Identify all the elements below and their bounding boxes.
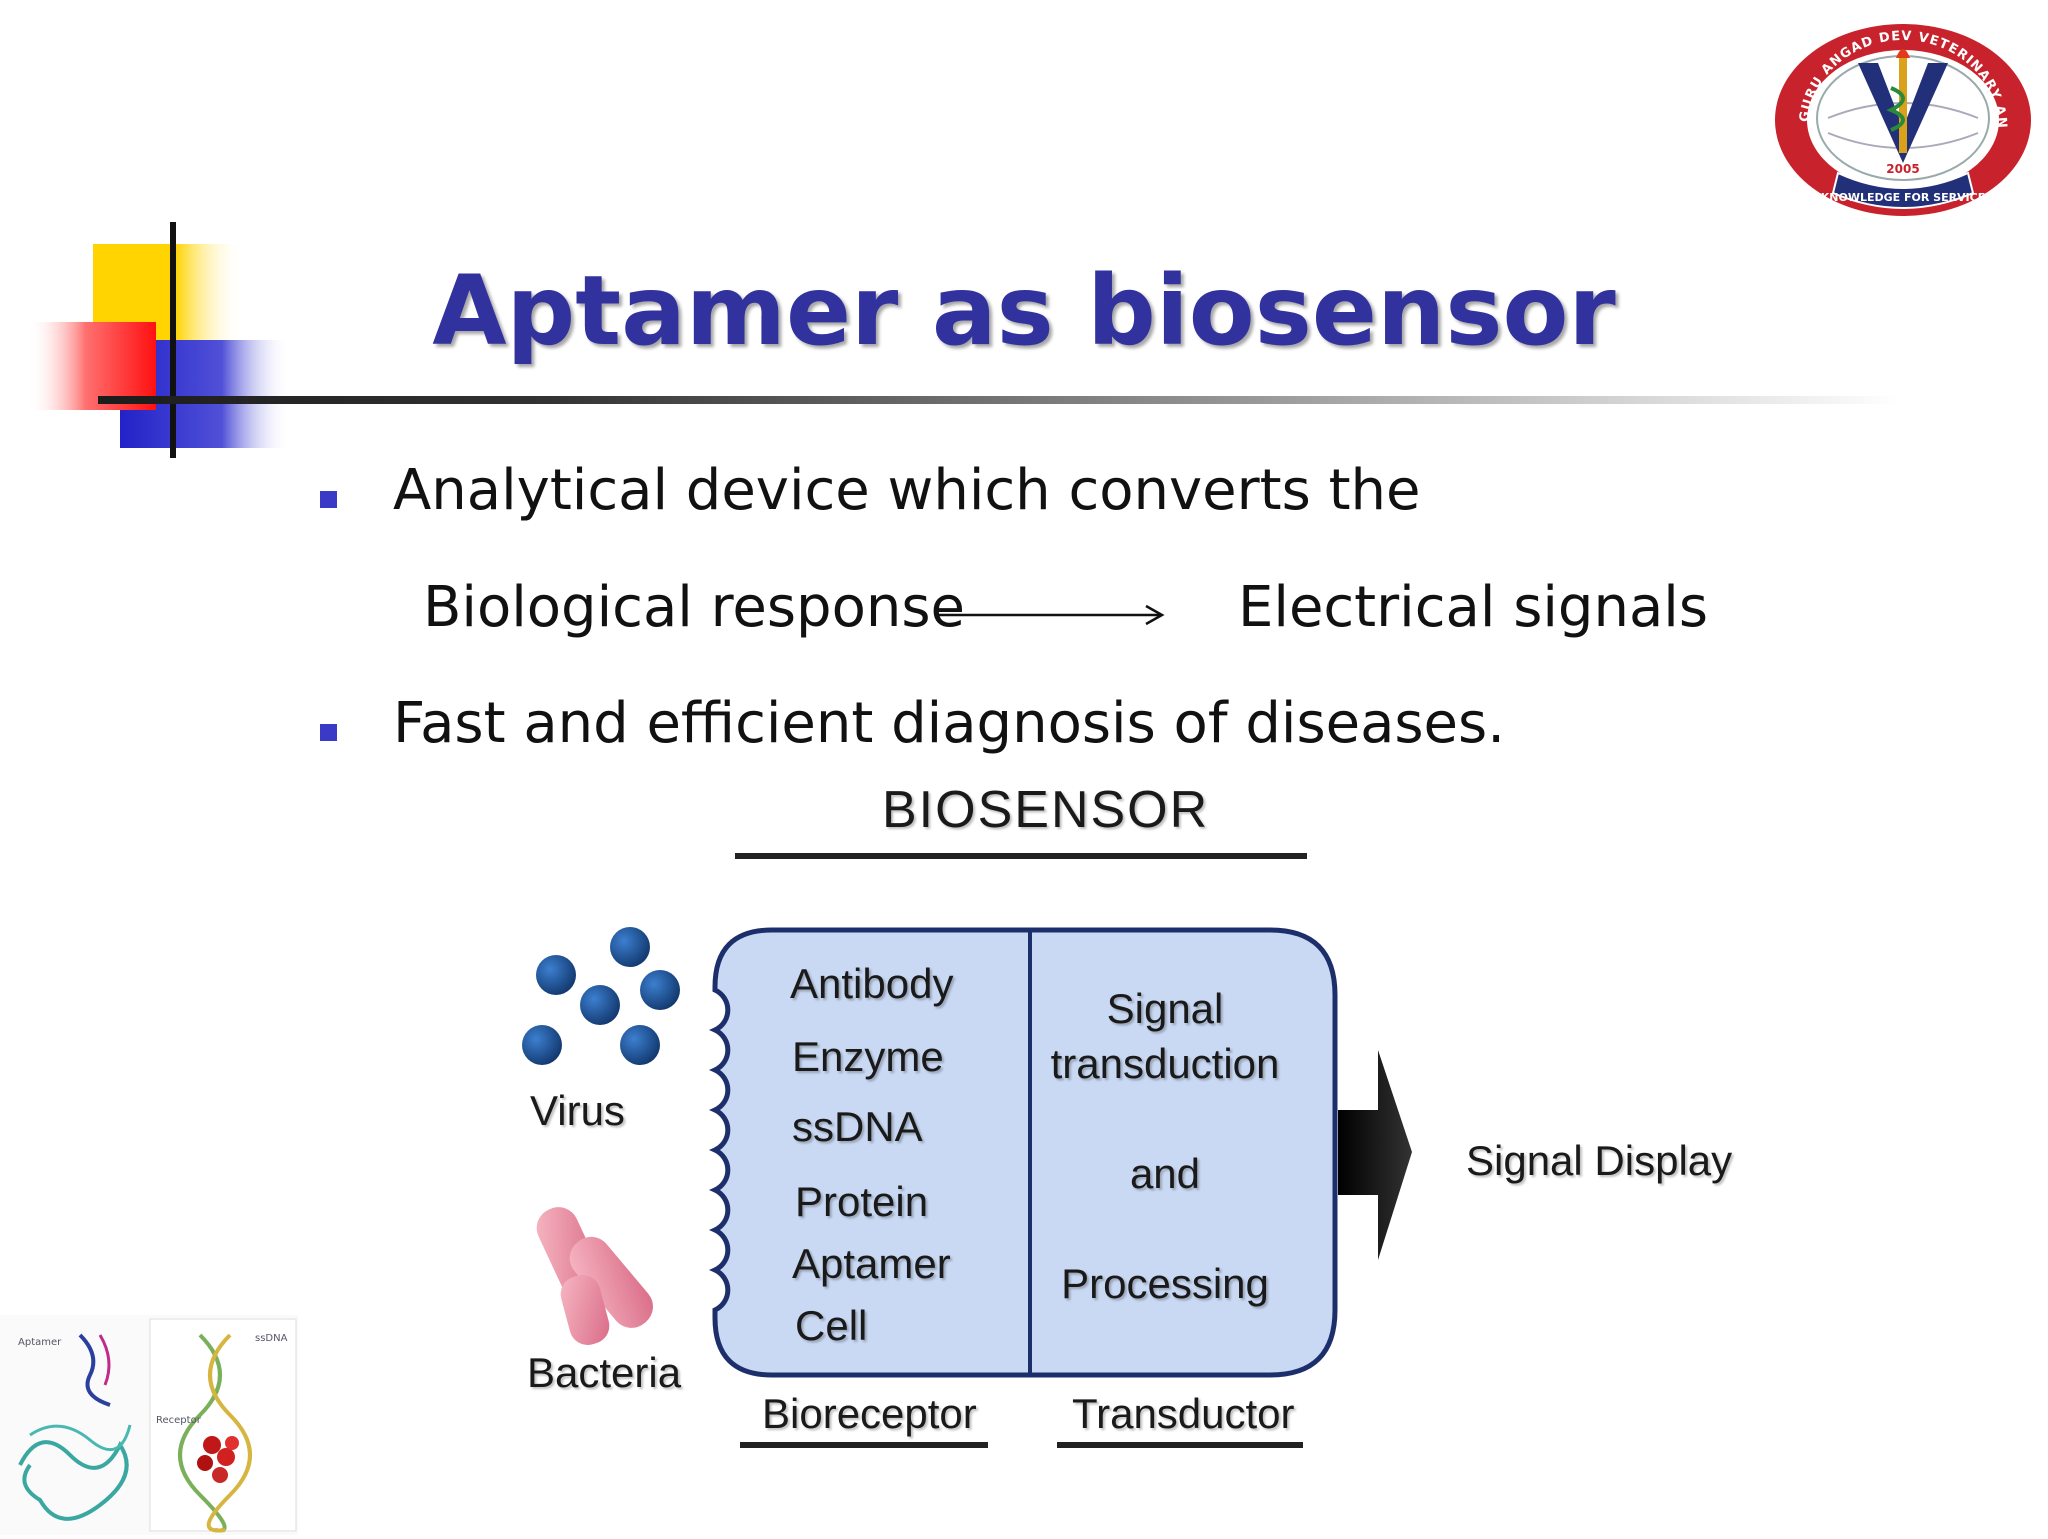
bullet-text-1: Analytical device which converts the xyxy=(393,458,1421,523)
virus-label: Virus xyxy=(530,1087,625,1134)
bullet-text-2: Fast and efficient diagnosis of diseases… xyxy=(393,691,1505,756)
bioreceptor-label: Bioreceptor xyxy=(762,1390,977,1437)
signal-display-label: Signal Display xyxy=(1466,1137,1733,1184)
title-decoration xyxy=(28,222,290,458)
conversion-to: Electrical signals xyxy=(1238,575,1709,640)
transducer-item: and xyxy=(1129,1150,1201,1197)
right-arrow-icon xyxy=(938,604,1165,626)
bioreceptor-item: Enzyme xyxy=(792,1033,944,1080)
seal-motto: KNOWLEDGE FOR SERVICE xyxy=(1821,191,1986,204)
transducer-item: Processing xyxy=(1061,1260,1269,1307)
thumbnail-caption: ssDNA xyxy=(255,1333,288,1344)
virus-particles-icon xyxy=(522,927,680,1065)
bioreceptor-underline xyxy=(740,1442,988,1448)
aptamer-structure-image xyxy=(0,1315,298,1535)
thumbnail-caption: Receptor xyxy=(156,1415,201,1426)
thumbnail-caption: Aptamer xyxy=(18,1337,62,1348)
bioreceptor-item: Aptamer xyxy=(792,1240,951,1287)
bioreceptor-item: Cell xyxy=(795,1302,868,1349)
transducer-item: transduction xyxy=(1050,1040,1280,1087)
transductor-underline xyxy=(1057,1442,1303,1448)
conversion-from: Biological response xyxy=(423,575,965,640)
slide-title: Aptamer as biosensor xyxy=(432,255,1616,367)
bioreceptor-item: Antibody xyxy=(790,960,954,1007)
university-seal-logo: GURU ANGAD DEV VETERINARY AND ANIMAL SCI… xyxy=(1768,18,2031,216)
bioreceptor-item: ssDNA xyxy=(792,1103,923,1150)
biosensor-title: BIOSENSOR xyxy=(882,781,1210,839)
biosensor-block xyxy=(709,927,1338,1378)
transducer-item: Signal xyxy=(1106,985,1224,1032)
bullet-icon xyxy=(320,724,337,741)
transductor-label: Transductor xyxy=(1072,1390,1295,1437)
aptamer-structure-thumbnails: Aptamer Receptor ssDNA xyxy=(0,1315,298,1535)
biosensor-title-underline xyxy=(735,853,1307,859)
bioreceptor-item: Protein xyxy=(795,1178,929,1225)
seal-year: 2005 xyxy=(1886,162,1919,176)
bacteria-label: Bacteria xyxy=(527,1349,682,1396)
bacteria-icon xyxy=(536,1207,653,1345)
bullet-icon xyxy=(320,491,337,508)
title-underline xyxy=(98,396,1898,404)
output-arrow-icon xyxy=(1338,1050,1412,1260)
biosensor-diagram xyxy=(522,927,1412,1378)
